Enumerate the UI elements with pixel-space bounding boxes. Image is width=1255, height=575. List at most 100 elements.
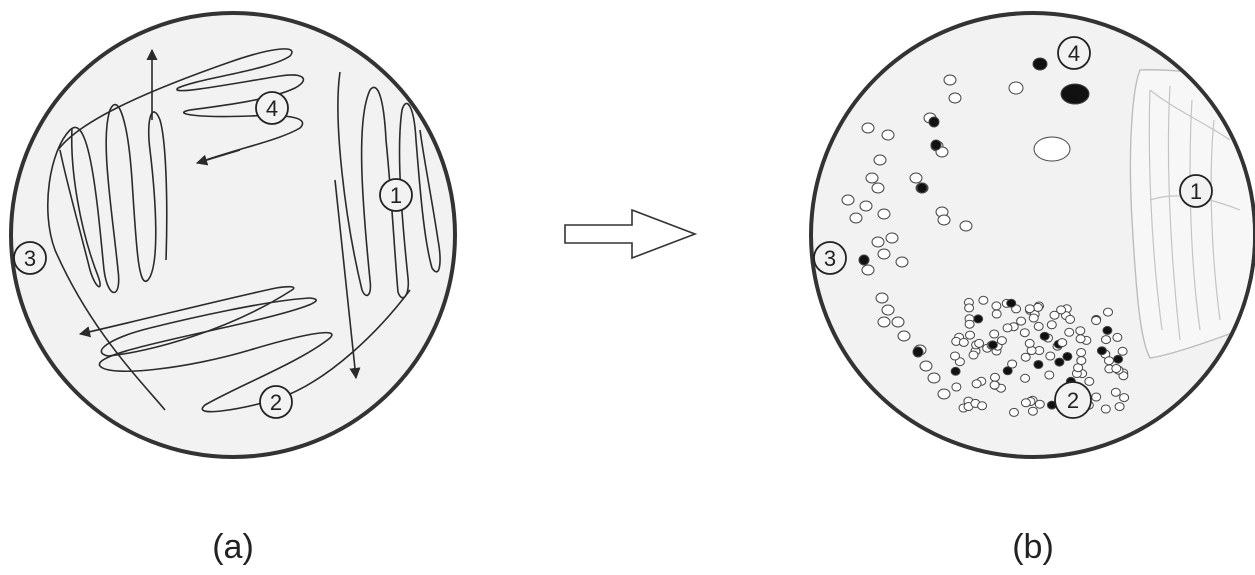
colony xyxy=(920,361,932,371)
colony xyxy=(1076,335,1085,343)
colony xyxy=(1113,333,1122,341)
colony xyxy=(892,317,904,327)
colony xyxy=(1112,365,1121,373)
colony xyxy=(1040,332,1049,340)
colony xyxy=(910,173,922,183)
colony xyxy=(878,317,890,327)
colony xyxy=(1101,405,1110,413)
colony xyxy=(896,257,908,267)
colony xyxy=(1076,327,1085,335)
isolated-colony xyxy=(1009,82,1023,94)
colony xyxy=(992,310,1001,318)
colony xyxy=(1034,361,1043,369)
colony xyxy=(944,75,956,85)
colony xyxy=(1007,299,1016,307)
colony xyxy=(966,331,975,339)
colony xyxy=(928,373,940,383)
colony xyxy=(1021,353,1030,361)
svg-text:3: 3 xyxy=(24,246,36,271)
colony xyxy=(965,304,974,312)
colony xyxy=(878,249,890,259)
colony xyxy=(931,140,941,150)
colony xyxy=(938,215,950,225)
colony xyxy=(1021,399,1030,407)
colony xyxy=(1066,315,1075,323)
colony xyxy=(842,195,854,205)
colony xyxy=(988,341,997,349)
colony xyxy=(1102,336,1111,344)
colony xyxy=(992,302,1001,310)
colony xyxy=(1077,357,1086,365)
isolated-colony xyxy=(1033,58,1047,70)
colony xyxy=(1028,407,1037,415)
colony xyxy=(1020,329,1029,337)
zone-label-a-4: 4 xyxy=(256,92,288,124)
colony xyxy=(951,352,960,360)
colony xyxy=(997,337,1006,345)
svg-text:4: 4 xyxy=(266,96,278,121)
colony xyxy=(1029,314,1038,322)
panel-b: 1 2 3 4 xyxy=(811,13,1255,457)
colony xyxy=(913,347,923,357)
colony xyxy=(972,380,981,388)
colony xyxy=(974,315,983,323)
panel-caption-a: (a) xyxy=(193,528,273,567)
colony xyxy=(850,213,862,223)
right-arrow-icon xyxy=(565,210,695,258)
colony xyxy=(951,367,960,375)
colony xyxy=(862,265,874,275)
colony xyxy=(978,402,987,410)
colony xyxy=(1034,322,1043,330)
colony xyxy=(952,383,961,391)
colony xyxy=(1092,393,1101,401)
isolated-colony xyxy=(1034,137,1070,161)
colony xyxy=(1063,353,1072,361)
colony xyxy=(965,320,974,328)
colony xyxy=(859,255,869,265)
panel-caption-b: (b) xyxy=(993,528,1073,567)
svg-text:1: 1 xyxy=(1190,179,1202,204)
colony xyxy=(1017,317,1026,325)
zone-label-b-2: 2 xyxy=(1055,382,1091,418)
colony xyxy=(1010,408,1019,416)
colony xyxy=(938,389,950,399)
colony xyxy=(1050,311,1059,319)
colony xyxy=(882,130,894,140)
colony xyxy=(1115,403,1124,411)
colony xyxy=(1025,305,1034,313)
colony xyxy=(1114,355,1123,363)
colony xyxy=(1047,321,1056,329)
colony xyxy=(1045,371,1054,379)
colony xyxy=(1035,400,1044,408)
colony xyxy=(872,183,884,193)
colony xyxy=(1058,339,1067,347)
colony xyxy=(1065,328,1074,336)
confluent-growth-zone-1 xyxy=(1130,70,1255,358)
svg-text:2: 2 xyxy=(1067,388,1079,413)
zone-label-b-3: 3 xyxy=(814,242,846,274)
svg-text:3: 3 xyxy=(824,246,836,271)
colony xyxy=(990,381,999,389)
colony xyxy=(872,237,884,247)
zone-label-b-1: 1 xyxy=(1180,175,1212,207)
colony xyxy=(1021,374,1030,382)
svg-text:4: 4 xyxy=(1068,41,1080,66)
zone-label-a-3: 3 xyxy=(14,242,46,274)
colony xyxy=(1055,358,1064,366)
colony xyxy=(882,305,894,315)
colony xyxy=(1046,352,1055,360)
colony xyxy=(1103,326,1112,334)
colony xyxy=(886,233,898,243)
colony xyxy=(898,331,910,341)
colony xyxy=(1003,367,1012,375)
colony xyxy=(874,155,886,165)
colony xyxy=(1118,347,1127,355)
colony xyxy=(1003,324,1012,332)
colony xyxy=(1034,303,1043,311)
colony xyxy=(860,201,872,211)
colony xyxy=(1077,349,1086,357)
zone-label-a-1: 1 xyxy=(380,179,412,211)
isolated-colony xyxy=(1061,84,1089,104)
colony xyxy=(1085,377,1094,385)
